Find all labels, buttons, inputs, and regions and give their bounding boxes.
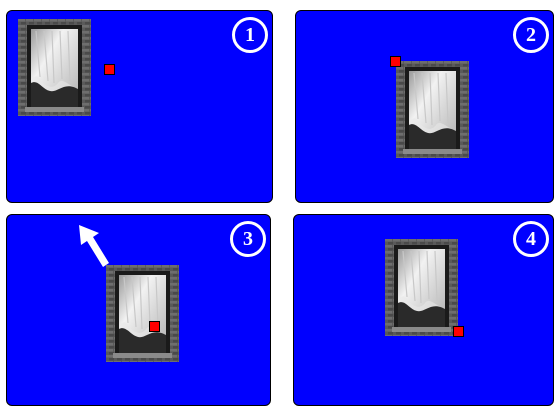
red-square-handle-icon[interactable] [149,321,160,332]
window-photo-icon [385,239,458,336]
red-square-handle-icon[interactable] [453,326,464,337]
up-left-arrow-icon [77,223,111,269]
step-panel-3: 3 [6,214,271,406]
step-number-badge: 2 [513,17,549,53]
step-number-badge: 4 [513,221,549,257]
step-panel-4: 4 [293,214,554,406]
window-photo-icon [396,61,469,158]
step-number-badge: 1 [232,17,268,53]
red-square-handle-icon[interactable] [390,56,401,67]
step-panel-2: 2 [295,10,554,203]
step-panel-1: 1 [6,10,273,203]
step-number-badge: 3 [230,221,266,257]
window-photo-icon [106,265,179,362]
red-square-handle-icon[interactable] [104,64,115,75]
window-photo-icon [18,19,91,116]
